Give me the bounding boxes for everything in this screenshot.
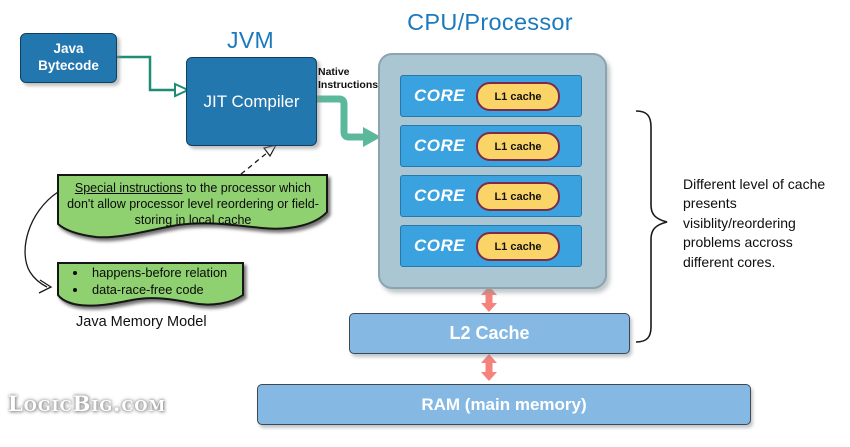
cpu-title: CPU/Processor xyxy=(407,9,573,35)
cache-levels-brace xyxy=(635,110,668,343)
native-instructions-label: Native Instructions xyxy=(318,66,379,92)
jmm-rule-item: happens-before relation xyxy=(88,264,227,281)
core-label: CORE xyxy=(414,86,466,105)
core-label: CORE xyxy=(414,136,466,155)
cpu-l2-arrow xyxy=(481,286,497,312)
jvm-title: JVM xyxy=(227,27,274,53)
special-instructions-rest: to the processor which don't allow proce… xyxy=(67,181,319,227)
core-row-4: CORE L1 cache xyxy=(400,225,582,267)
core-label: CORE xyxy=(414,236,466,255)
core-row-1: CORE L1 cache xyxy=(400,75,582,117)
l1-cache-badge: L1 cache xyxy=(476,232,560,261)
bytecode-to-jit-arrow xyxy=(115,55,191,98)
l1-cache-badge: L1 cache xyxy=(476,182,560,211)
cache-visibility-note: Different level of cache presents visibl… xyxy=(683,176,826,270)
l1-cache-badge: L1 cache xyxy=(476,82,560,111)
core-row-3: CORE L1 cache xyxy=(400,175,582,217)
jmm-rule-item: data-race-free code xyxy=(88,281,227,298)
ram-box: RAM (main memory) xyxy=(257,384,751,425)
jit-compiler-box: JIT Compiler xyxy=(186,57,317,146)
java-bytecode-box: Java Bytecode xyxy=(20,33,117,83)
special-instructions-underlined: Special instructions xyxy=(74,181,183,195)
l2-ram-arrow xyxy=(481,354,497,381)
jmm-rules-list: happens-before relation data-race-free c… xyxy=(70,264,227,298)
logicbig-logo: LogicBig.com xyxy=(8,391,167,416)
l2-cache-box: L2 Cache xyxy=(349,313,630,354)
core-row-2: CORE L1 cache xyxy=(400,125,582,167)
core-label: CORE xyxy=(414,186,466,205)
callout-to-jit-dashed-arrow xyxy=(240,144,278,175)
jit-to-cpu-arrow xyxy=(315,95,381,147)
special-instructions-callout-text: Special instructions to the processor wh… xyxy=(62,180,324,228)
l1-cache-badge: L1 cache xyxy=(476,132,560,161)
cpu-processor-container: CORE L1 cache CORE L1 cache CORE L1 cach… xyxy=(378,53,607,289)
callout1-to-callout2-arrow xyxy=(24,191,59,294)
java-memory-model-caption: Java Memory Model xyxy=(76,314,207,330)
